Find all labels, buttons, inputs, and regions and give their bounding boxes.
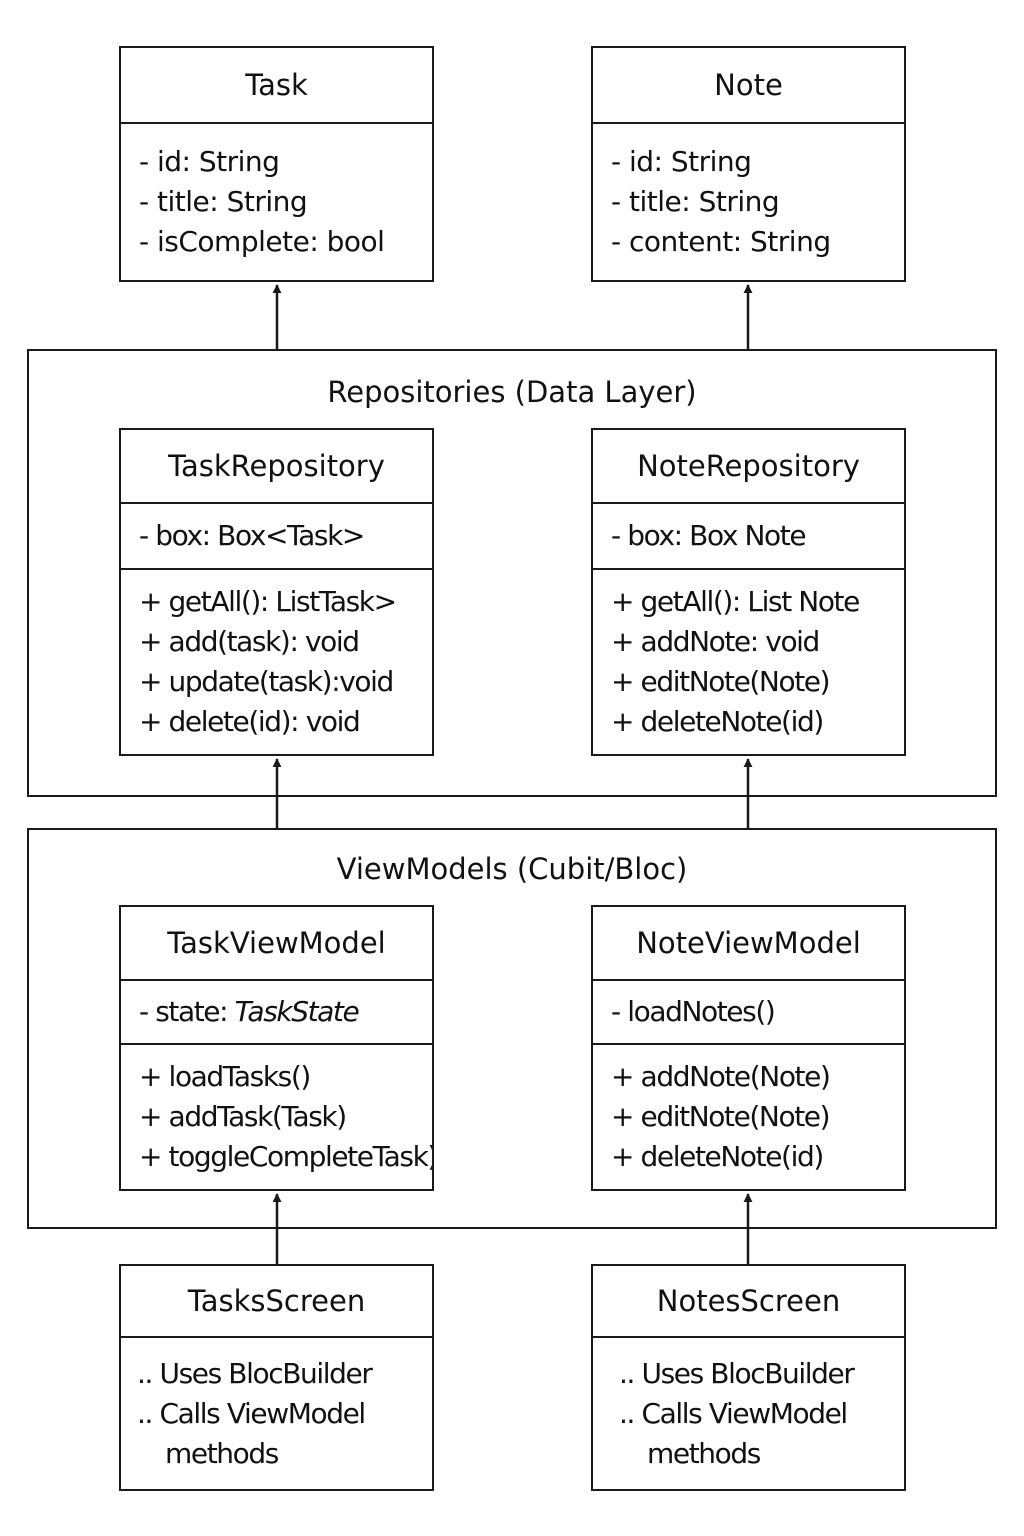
repositories-title: Repositories (Data Layer) <box>327 375 697 409</box>
note-viewmodel-method-editnote: + editNote(Note) <box>611 1100 831 1133</box>
notes-screen-name: NotesScreen <box>593 1266 904 1338</box>
task-repository-methods: + getAll(): ListTask> + add(task): void … <box>121 570 432 754</box>
task-viewmodel-name: TaskViewModel <box>121 907 432 981</box>
note-repository-name: NoteRepository <box>593 430 904 504</box>
task-repository-method-update: + update(task):void <box>139 665 394 698</box>
task-repository-box: TaskRepository - box: Box<Task> + getAll… <box>119 428 434 756</box>
tasks-screen-box: TasksScreen .. Uses BlocBuilder .. Calls… <box>119 1264 434 1491</box>
task-model-fields: - id: String - title: String - isComplet… <box>121 124 432 280</box>
note-repository-method-getall: + getAll(): List Note <box>611 585 860 618</box>
task-viewmodel-state-label: - state: <box>139 995 235 1028</box>
note-repository-method-addnote: + addNote: void <box>611 625 820 658</box>
note-repository-field-box: - box: Box Note <box>611 519 807 552</box>
note-viewmodel-method-addnote: + addNote(Note) <box>611 1060 831 1093</box>
task-viewmodel-method-addtask: + addTask(Task) <box>139 1100 347 1133</box>
tasks-screen-name: TasksScreen <box>121 1266 432 1338</box>
task-model-box: Task - id: String - title: String - isCo… <box>119 46 434 282</box>
notes-screen-note-blocbuilder: .. Uses BlocBuilder <box>619 1356 855 1390</box>
task-field-iscomplete: - isComplete: bool <box>139 225 385 258</box>
task-model-name: Task <box>121 48 432 124</box>
note-repository-box: NoteRepository - box: Box Note + getAll(… <box>591 428 906 756</box>
note-viewmodel-methods: + addNote(Note) + editNote(Note) + delet… <box>593 1045 904 1189</box>
task-viewmodel-methods: + loadTasks() + addTask(Task) + toggleCo… <box>121 1045 432 1189</box>
note-field-title: - title: String <box>611 185 780 218</box>
note-viewmodel-box: NoteViewModel - loadNotes() + addNote(No… <box>591 905 906 1191</box>
tasks-screen-note-methods: methods <box>165 1436 279 1470</box>
note-repository-methods: + getAll(): List Note + addNote: void + … <box>593 570 904 754</box>
note-viewmodel-name: NoteViewModel <box>593 907 904 981</box>
task-repository-field-box: - box: Box<Task> <box>139 519 365 552</box>
note-field-content: - content: String <box>611 225 831 258</box>
note-repository-fields: - box: Box Note <box>593 504 904 570</box>
note-repository-method-deletenote: + deleteNote(id) <box>611 705 824 738</box>
viewmodels-title: ViewModels (Cubit/Bloc) <box>336 852 688 886</box>
task-viewmodel-field-state: - state: TaskState <box>139 992 432 1032</box>
tasks-screen-notes: .. Uses BlocBuilder .. Calls ViewModel m… <box>121 1338 432 1489</box>
task-repository-name: TaskRepository <box>121 430 432 504</box>
tasks-screen-note-calls: .. Calls ViewModel <box>137 1396 366 1430</box>
note-viewmodel-field-loadnotes: - loadNotes() <box>611 995 776 1028</box>
notes-screen-note-calls: .. Calls ViewModel <box>619 1396 848 1430</box>
task-repository-method-delete: + delete(id): void <box>139 705 361 738</box>
notes-screen-box: NotesScreen .. Uses BlocBuilder .. Calls… <box>591 1264 906 1491</box>
note-model-fields: - id: String - title: String - content: … <box>593 124 904 280</box>
note-repository-method-editnote: + editNote(Note) <box>611 665 831 698</box>
task-field-title: - title: String <box>139 185 308 218</box>
task-repository-fields: - box: Box<Task> <box>121 504 432 570</box>
task-field-id: - id: String <box>139 145 280 178</box>
note-field-id: - id: String <box>611 145 752 178</box>
task-repository-method-getall: + getAll(): ListTask> <box>139 585 397 618</box>
note-model-name: Note <box>593 48 904 124</box>
task-repository-method-add: + add(task): void <box>139 625 360 658</box>
notes-screen-note-methods: methods <box>647 1436 761 1470</box>
notes-screen-notes: .. Uses BlocBuilder .. Calls ViewModel m… <box>593 1338 904 1489</box>
tasks-screen-note-blocbuilder: .. Uses BlocBuilder <box>137 1356 373 1390</box>
task-viewmodel-method-togglecomplete: + toggleCompleteTask) <box>139 1140 432 1173</box>
task-viewmodel-state-type: TaskState <box>234 995 360 1028</box>
note-viewmodel-fields: - loadNotes() <box>593 981 904 1045</box>
note-model-box: Note - id: String - title: String - cont… <box>591 46 906 282</box>
note-viewmodel-method-deletenote: + deleteNote(id) <box>611 1140 824 1173</box>
task-viewmodel-method-loadtasks: + loadTasks() <box>139 1060 311 1093</box>
task-viewmodel-fields: - state: TaskState <box>121 981 432 1045</box>
task-viewmodel-box: TaskViewModel - state: TaskState + loadT… <box>119 905 434 1191</box>
